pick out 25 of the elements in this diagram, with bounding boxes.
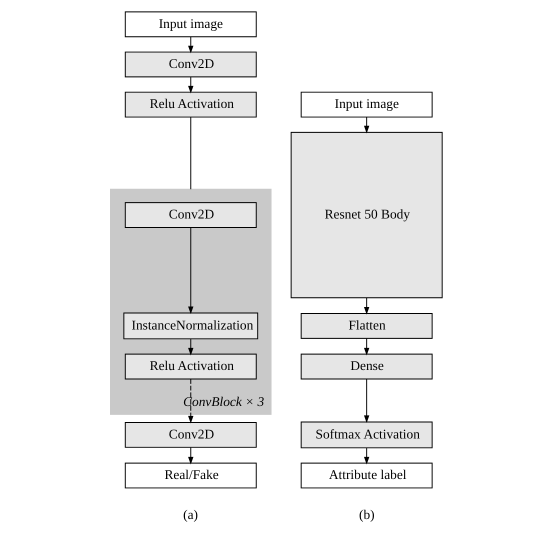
arrow	[363, 448, 369, 464]
node-box: Conv2D	[124, 422, 256, 448]
node-box: Flatten	[300, 313, 432, 339]
node-box: InstanceNormalization	[122, 312, 258, 340]
arrow	[363, 116, 369, 134]
node-box: Relu Activation	[124, 92, 256, 118]
node-box: Input image	[300, 92, 432, 118]
node-box: Conv2D	[124, 52, 256, 78]
node-box: Resnet 50 Body	[290, 132, 442, 298]
node-box: Attribute label	[300, 462, 432, 488]
arrow	[363, 297, 369, 315]
arrow	[363, 338, 369, 356]
label: (a)	[182, 507, 198, 522]
node-box: Real/Fake	[124, 462, 256, 488]
node-box: Conv2D	[124, 202, 256, 228]
label: (b)	[358, 507, 374, 522]
arrow	[363, 378, 369, 424]
arrow	[188, 227, 193, 314]
node-box: Relu Activation	[124, 354, 256, 380]
node-box: Softmax Activation	[300, 422, 432, 448]
connector	[190, 116, 191, 190]
arrow	[188, 378, 193, 424]
node-box: Dense	[300, 354, 432, 380]
arrow	[188, 447, 193, 465]
node-box: Input image	[124, 11, 256, 38]
